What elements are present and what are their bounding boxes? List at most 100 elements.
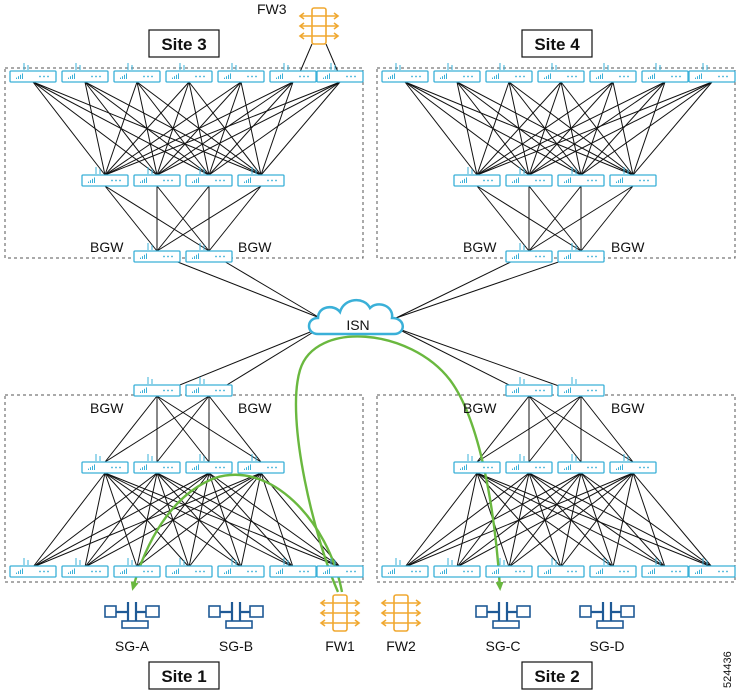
site2-leaf-switch-7[interactable] xyxy=(688,558,736,578)
site2-leaf7-spine4-link xyxy=(632,472,713,568)
svg-text:Site 2: Site 2 xyxy=(534,667,579,686)
bgw-label-site3-left: BGW xyxy=(90,239,124,255)
site1-leaf-switch-3[interactable] xyxy=(113,558,161,578)
site4-spine-switch-1[interactable] xyxy=(453,167,501,187)
firewall-icon xyxy=(319,594,361,632)
site1-spine-switch-1[interactable] xyxy=(81,454,129,474)
site3-leaf-switch-6[interactable] xyxy=(269,63,317,83)
site1-spine4-bgw1-link xyxy=(156,395,262,463)
site4-spine-switch-2[interactable] xyxy=(505,167,553,187)
site2-leaf1-spine1-link xyxy=(404,472,478,568)
site2-bgw1-isn-link xyxy=(395,327,522,392)
switch-icon xyxy=(688,558,736,578)
bgw-label-site3-right: BGW xyxy=(238,239,272,255)
site2-spine-switch-2[interactable] xyxy=(505,454,553,474)
site3-spine-switch-1[interactable] xyxy=(81,167,129,187)
site4-bgw-switch-2[interactable] xyxy=(557,243,605,263)
site4-spine-switch-3[interactable] xyxy=(557,167,605,187)
site3-leaf-switch-5[interactable] xyxy=(217,63,265,83)
site2-bgw-switch-1[interactable] xyxy=(505,377,553,397)
site3-bgw-switch-1[interactable] xyxy=(133,243,181,263)
site1-leaf-switch-6[interactable] xyxy=(269,558,317,578)
switch-icon xyxy=(217,558,265,578)
site2-leaf-switch-2[interactable] xyxy=(433,558,481,578)
site4-leaf7-spine4-link xyxy=(632,81,713,176)
site1-leaf-switch-1[interactable] xyxy=(9,558,57,578)
sg-b-label: SG-B xyxy=(219,638,253,654)
isn-cloud[interactable]: ISN xyxy=(307,299,404,336)
bgw-label-site2-left: BGW xyxy=(463,400,497,416)
switch-icon xyxy=(505,167,553,187)
site1-leaf-switch-7[interactable] xyxy=(316,558,364,578)
site3-bgw2-isn-link xyxy=(216,256,321,319)
site4-leaf-switch-5[interactable] xyxy=(589,63,637,83)
site3-leaf-switch-4[interactable] xyxy=(165,63,213,83)
site4-leaf-switch-2[interactable] xyxy=(433,63,481,83)
endpoint-group-icon xyxy=(104,602,160,629)
site2-leaf-switch-4[interactable] xyxy=(537,558,585,578)
site2-spine-switch-4[interactable] xyxy=(609,454,657,474)
site2-leaf6-spine3-link xyxy=(580,472,666,568)
switch-icon xyxy=(381,558,429,578)
switch-icon xyxy=(133,454,181,474)
site2-leaf-switch-6[interactable] xyxy=(641,558,689,578)
site2-bgw2-isn-link xyxy=(395,327,574,392)
site3-leaf6-spine3-link xyxy=(208,81,294,176)
site4-bgw-switch-1[interactable] xyxy=(505,243,553,263)
fw2-label: FW2 xyxy=(386,638,416,654)
site1-leaf-switch-5[interactable] xyxy=(217,558,265,578)
site3-spine-switch-4[interactable] xyxy=(237,167,285,187)
site4-leaf-switch-4[interactable] xyxy=(537,63,585,83)
endpoint-group-icon xyxy=(579,602,635,629)
site4-leaf-switch-6[interactable] xyxy=(641,63,689,83)
site1-leaf-switch-2[interactable] xyxy=(61,558,109,578)
bgw-label-site2-right: BGW xyxy=(611,400,645,416)
site4-leaf-switch-3[interactable] xyxy=(485,63,533,83)
site3-leaf6-spine2-link xyxy=(156,81,294,176)
switch-icon xyxy=(61,558,109,578)
fw3-leaf7-link xyxy=(325,43,339,73)
switch-icon xyxy=(113,558,161,578)
site3-leaf-switch-3[interactable] xyxy=(113,63,161,83)
site2-spine-switch-1[interactable] xyxy=(453,454,501,474)
site1-spine-switch-4[interactable] xyxy=(237,454,285,474)
site3-bgw-switch-2[interactable] xyxy=(185,243,233,263)
site2-spine-switch-3[interactable] xyxy=(557,454,605,474)
site4-leaf-switch-7[interactable] xyxy=(688,63,736,83)
site2-bgw-switch-2[interactable] xyxy=(557,377,605,397)
site2-leaf-switch-5[interactable] xyxy=(589,558,637,578)
site4-spine-switch-4[interactable] xyxy=(609,167,657,187)
fw3-firewall[interactable] xyxy=(298,7,340,45)
site3-spine-switch-2[interactable] xyxy=(133,167,181,187)
sg-d-endpoint-group[interactable] xyxy=(579,602,635,629)
site3-leaf5-spine1-link xyxy=(104,81,242,176)
site4-leaf6-spine4-link xyxy=(632,81,666,176)
cloud-icon xyxy=(307,299,404,336)
site2-spine1-bgw1-link xyxy=(476,395,530,463)
site1-bgw-switch-1[interactable] xyxy=(133,377,181,397)
site4-leaf6-spine1-link xyxy=(476,81,666,176)
sg-c-label: SG-C xyxy=(486,638,521,654)
site3-leaf7-spine3-link xyxy=(208,81,341,176)
site3-spine1-bgw1-link xyxy=(104,185,158,252)
sg-c-endpoint-group[interactable] xyxy=(475,602,531,629)
site3-leaf7-spine4-link xyxy=(260,81,341,176)
fw1-firewall[interactable] xyxy=(319,594,361,632)
site3-spine-switch-3[interactable] xyxy=(185,167,233,187)
switch-icon xyxy=(505,377,553,397)
switch-icon xyxy=(433,63,481,83)
sg-b-endpoint-group[interactable] xyxy=(208,602,264,629)
site3-leaf-switch-1[interactable] xyxy=(9,63,57,83)
site1-bgw-switch-2[interactable] xyxy=(185,377,233,397)
site2-leaf-switch-3[interactable] xyxy=(485,558,533,578)
fw2-firewall[interactable] xyxy=(380,594,422,632)
site2-leaf7-spine2-link xyxy=(528,472,713,568)
site2-leaf-switch-1[interactable] xyxy=(381,558,429,578)
site1-spine-switch-2[interactable] xyxy=(133,454,181,474)
site3-leaf-switch-7[interactable] xyxy=(316,63,364,83)
sg-a-endpoint-group[interactable] xyxy=(104,602,160,629)
site4-leaf-switch-1[interactable] xyxy=(381,63,429,83)
site3-leaf-switch-2[interactable] xyxy=(61,63,109,83)
site1-spine-switch-3[interactable] xyxy=(185,454,233,474)
site1-leaf-switch-4[interactable] xyxy=(165,558,213,578)
